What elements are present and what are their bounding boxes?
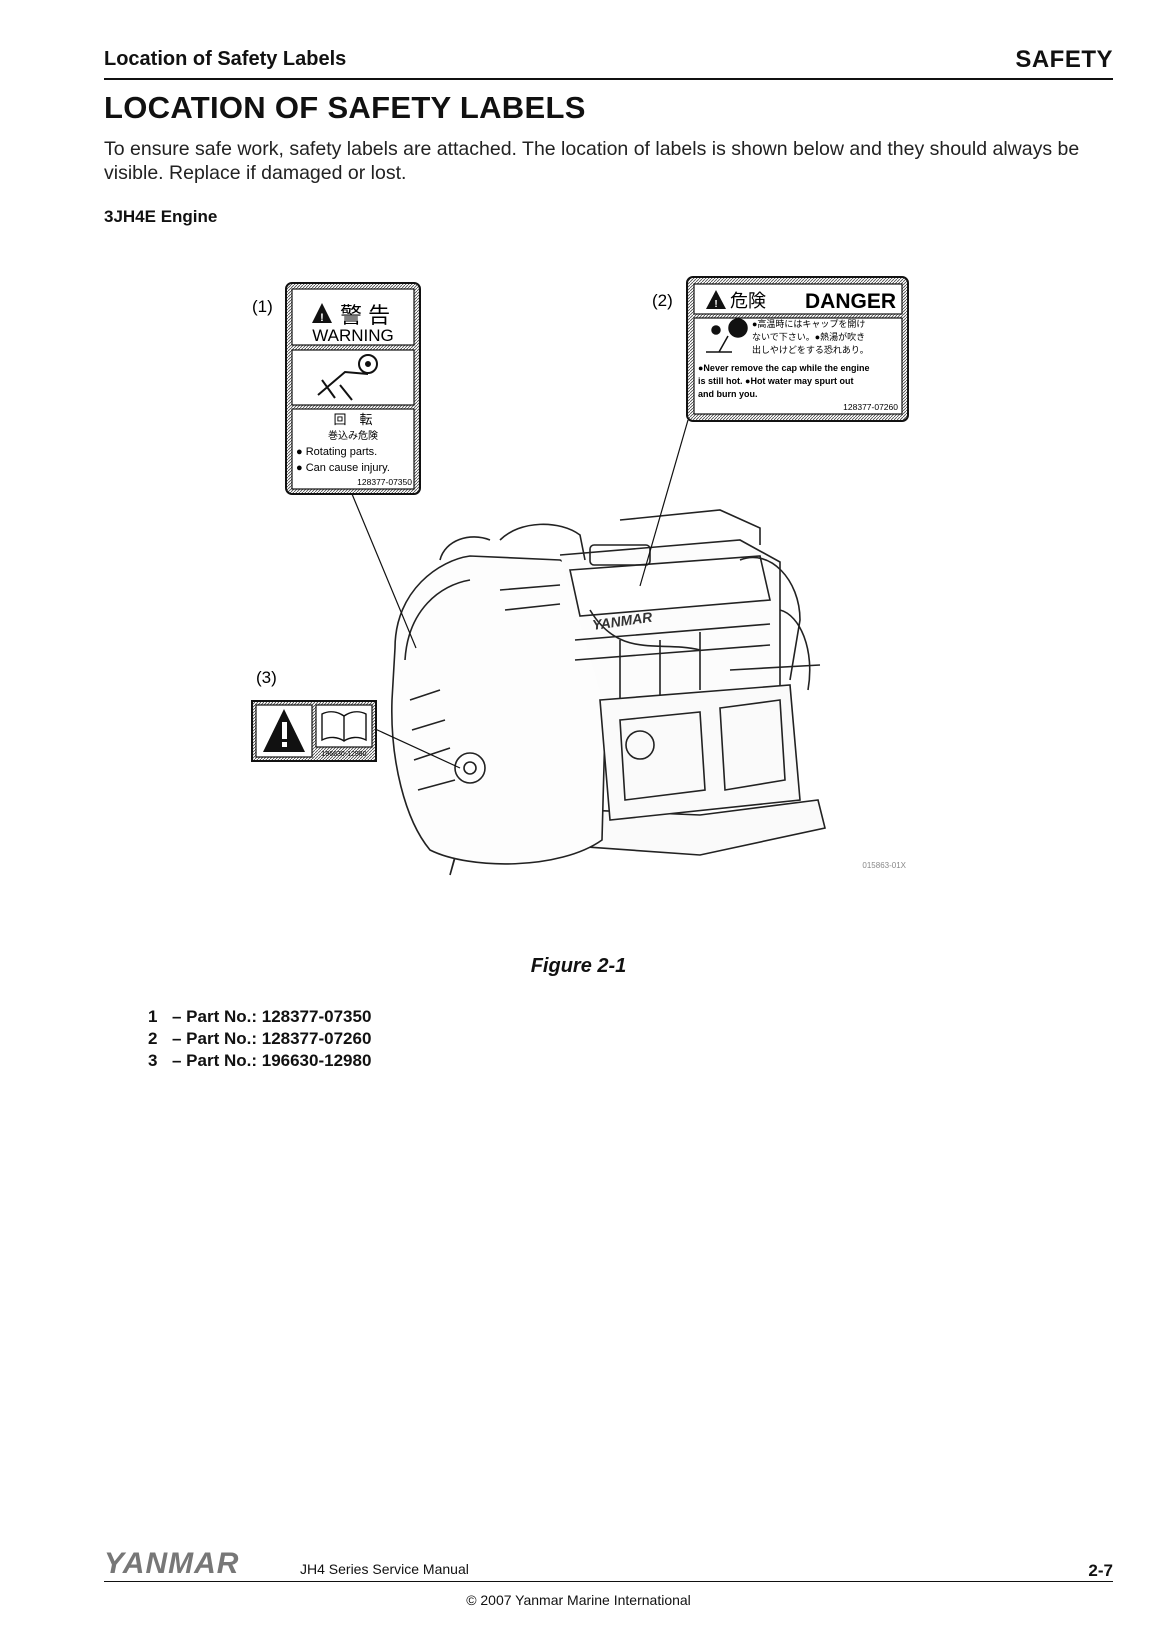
danger-part-no: 128377-07260 <box>843 402 898 412</box>
safety-label-figure: YANMAR (1) (2) (3) ! 警 告 WARNING 回 転 巻込み… <box>251 276 909 876</box>
part-number-index: 1 <box>148 1007 158 1026</box>
warning-heading-jp: 警 告 <box>340 303 390 328</box>
read-manual-label: 196630-12980 <box>251 700 377 762</box>
footer-manual-title: JH4 Series Service Manual <box>300 1561 469 1577</box>
list-item: 3 – Part No.: 196630-12980 <box>148 1050 371 1072</box>
header-chapter-title: SAFETY <box>1015 46 1113 73</box>
footer-page-number: 2-7 <box>1088 1561 1113 1580</box>
parts-list: 1 – Part No.: 128377-07350 2 – Part No.:… <box>148 1006 371 1072</box>
warning-bullet-2: ● Can cause injury. <box>296 462 390 474</box>
danger-jp-line-3: 出しやけどをする恐れあり。 <box>752 344 869 355</box>
list-item: 1 – Part No.: 128377-07350 <box>148 1006 371 1028</box>
danger-en-line-3: and burn you. <box>698 389 758 399</box>
drawing-code: 015863-01X <box>862 861 906 870</box>
danger-triangle-icon <box>706 290 726 309</box>
danger-heading-jp: 危険 <box>730 291 766 311</box>
leader-lines <box>351 419 689 769</box>
figure-caption: Figure 2-1 <box>530 955 627 977</box>
page-title: LOCATION OF SAFETY LABELS <box>104 90 586 125</box>
warning-triangle-icon <box>312 303 332 323</box>
manual-book-icon <box>321 711 367 742</box>
footer-copyright: © 2007 Yanmar Marine International <box>466 1592 691 1608</box>
danger-jp-line-2: ないで下さい。●熱湯が吹き <box>752 331 865 342</box>
part-number-text: – Part No.: 128377-07260 <box>172 1029 372 1048</box>
danger-heading-en: DANGER <box>805 290 896 313</box>
svg-text:!: ! <box>320 312 324 324</box>
engine-subheading: 3JH4E Engine <box>104 207 218 226</box>
manual-label-part-no: 196630-12980 <box>321 751 366 758</box>
warning-bullet-1: ● Rotating parts. <box>296 446 377 458</box>
callout-2: (2) <box>652 291 673 310</box>
engine-drawing <box>391 509 826 876</box>
header-divider <box>104 78 1113 80</box>
yanmar-logo-text: YANMAR <box>104 1547 239 1579</box>
callout-1: (1) <box>252 297 273 316</box>
header-section-title: Location of Safety Labels <box>104 48 347 70</box>
warning-text-jp1: 回 転 <box>333 412 372 427</box>
danger-label: ! 危険 DANGER ●高温時にはキャップを開け ないで下さい。●熱湯が吹き … <box>686 276 909 422</box>
danger-jp-line-1: ●高温時にはキャップを開け <box>752 318 865 329</box>
rotating-parts-icon <box>317 354 378 401</box>
danger-en-line-2: is still hot. ●Hot water may spurt out <box>698 376 853 386</box>
hot-water-icon <box>706 318 748 353</box>
yanmar-logo: YANMAR <box>104 1547 239 1579</box>
part-number-index: 3 <box>148 1051 158 1070</box>
list-item: 2 – Part No.: 128377-07260 <box>148 1028 371 1050</box>
callout-3: (3) <box>256 668 277 687</box>
warning-heading-en: WARNING <box>312 326 394 345</box>
part-number-text: – Part No.: 196630-12980 <box>172 1051 372 1070</box>
warning-text-jp2: 巻込み危険 <box>328 430 378 442</box>
intro-paragraph: To ensure safe work, safety labels are a… <box>104 138 1080 184</box>
svg-text:!: ! <box>714 299 717 310</box>
warning-label: ! 警 告 WARNING 回 転 巻込み危険 ● Rotating parts… <box>285 282 421 495</box>
part-number-text: – Part No.: 128377-07350 <box>172 1007 372 1026</box>
warning-part-no: 128377-07350 <box>357 477 412 487</box>
danger-en-line-1: ●Never remove the cap while the engine <box>698 363 870 373</box>
footer-divider <box>104 1581 1113 1582</box>
part-number-index: 2 <box>148 1029 158 1048</box>
